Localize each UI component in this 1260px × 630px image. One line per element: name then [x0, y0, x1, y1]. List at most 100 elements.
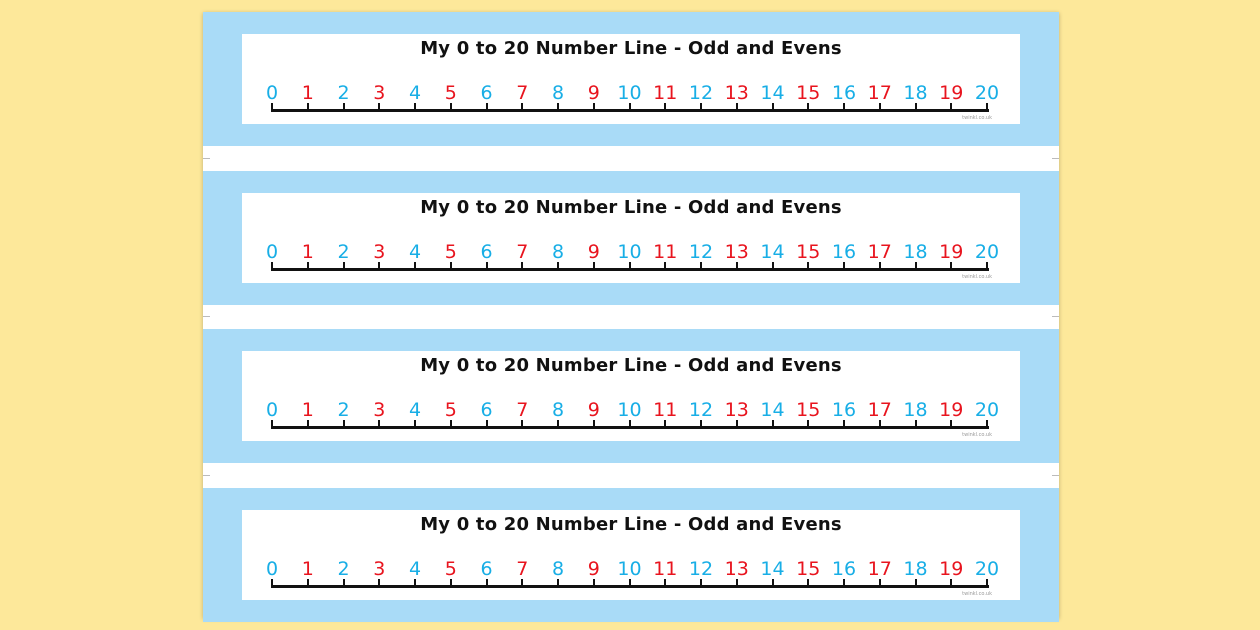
- number-label-5: 5: [444, 82, 457, 104]
- tick-mark: [664, 420, 667, 429]
- number-label-8: 8: [551, 82, 565, 104]
- tick-mark: [878, 262, 881, 271]
- number-label-16: 16: [831, 241, 857, 263]
- tick-mark: [843, 103, 845, 112]
- number-label-12: 12: [688, 558, 714, 580]
- strip-title: My 0 to 20 Number Line - Odd and Evens: [420, 355, 842, 376]
- number-label-19: 19: [939, 558, 964, 580]
- number-label-5: 5: [444, 399, 457, 421]
- tick-mark: [271, 420, 273, 429]
- tick-mark: [807, 103, 810, 112]
- number-label-6: 6: [480, 82, 493, 104]
- tick-mark: [342, 420, 345, 429]
- number-label-19: 19: [939, 241, 964, 263]
- tick-mark: [843, 262, 845, 271]
- credit-text: twinkl.co.uk: [962, 274, 992, 280]
- number-label-14: 14: [760, 558, 785, 580]
- number-label-7: 7: [516, 82, 529, 104]
- number-label-2: 2: [337, 241, 350, 263]
- number-line-strip: My 0 to 20 Number Line - Odd and Evens 0…: [203, 488, 1059, 622]
- number-label-14: 14: [760, 241, 785, 263]
- number-label-11: 11: [653, 241, 678, 263]
- number-label-2: 2: [337, 558, 350, 580]
- tick-mark: [414, 262, 416, 271]
- tick-mark: [950, 420, 953, 429]
- number-label-6: 6: [480, 558, 493, 580]
- tick-mark: [271, 262, 273, 271]
- cut-mark: [1052, 158, 1059, 159]
- tick-mark: [306, 262, 309, 271]
- credit-text: twinkl.co.uk: [962, 591, 992, 597]
- number-label-4: 4: [408, 558, 422, 580]
- tick-mark: [485, 579, 488, 588]
- tick-mark: [592, 262, 595, 271]
- tick-mark: [628, 103, 631, 112]
- tick-mark: [628, 579, 631, 588]
- tick-mark: [628, 262, 631, 271]
- number-label-17: 17: [867, 558, 892, 580]
- tick-mark: [557, 103, 559, 112]
- tick-mark: [306, 103, 309, 112]
- strip-title: My 0 to 20 Number Line - Odd and Evens: [420, 197, 842, 218]
- number-label-4: 4: [408, 241, 422, 263]
- tick-mark: [449, 420, 452, 429]
- number-label-5: 5: [444, 558, 457, 580]
- tick-mark: [592, 579, 595, 588]
- tick-mark: [521, 103, 524, 112]
- number-label-2: 2: [337, 399, 350, 421]
- tick-mark: [807, 262, 810, 271]
- number-label-2: 2: [337, 82, 350, 104]
- tick-mark: [878, 579, 881, 588]
- number-line-card: My 0 to 20 Number Line - Odd and Evens 0…: [242, 510, 1020, 600]
- tick-mark: [843, 579, 845, 588]
- tick-mark: [735, 103, 738, 112]
- number-label-0: 0: [265, 82, 279, 104]
- number-label-18: 18: [903, 558, 928, 580]
- cut-mark: [203, 475, 210, 476]
- tick-mark: [807, 579, 810, 588]
- tick-mark: [521, 579, 524, 588]
- number-label-14: 14: [760, 399, 785, 421]
- tick-mark: [557, 420, 559, 429]
- number-line-card: My 0 to 20 Number Line - Odd and Evens 0…: [242, 193, 1020, 283]
- number-label-15: 15: [796, 241, 821, 263]
- number-label-4: 4: [408, 82, 422, 104]
- number-label-20: 20: [974, 82, 1000, 104]
- tick-mark: [950, 262, 953, 271]
- tick-mark: [771, 262, 774, 271]
- tick-mark: [342, 579, 345, 588]
- number-label-7: 7: [516, 241, 529, 263]
- tick-mark: [986, 262, 988, 271]
- number-label-12: 12: [688, 241, 714, 263]
- tick-mark: [306, 420, 309, 429]
- number-label-18: 18: [903, 399, 928, 421]
- tick-mark: [986, 579, 988, 588]
- number-label-1: 1: [301, 82, 314, 104]
- tick-mark: [342, 262, 345, 271]
- number-label-13: 13: [724, 558, 749, 580]
- credit-text: twinkl.co.uk: [962, 432, 992, 438]
- tick-mark: [485, 103, 488, 112]
- number-label-19: 19: [939, 399, 964, 421]
- tick-mark: [700, 262, 702, 271]
- number-label-0: 0: [265, 399, 279, 421]
- number-label-16: 16: [831, 558, 857, 580]
- number-label-9: 9: [587, 241, 600, 263]
- number-label-12: 12: [688, 82, 714, 104]
- tick-mark: [414, 579, 416, 588]
- number-label-20: 20: [974, 241, 1000, 263]
- tick-mark: [700, 579, 702, 588]
- tick-mark: [950, 103, 953, 112]
- tick-mark: [771, 420, 774, 429]
- strip-title: My 0 to 20 Number Line - Odd and Evens: [420, 514, 842, 535]
- number-label-10: 10: [617, 558, 642, 580]
- number-label-7: 7: [516, 558, 529, 580]
- tick-mark: [986, 420, 988, 429]
- tick-mark: [914, 262, 917, 271]
- worksheet-page: My 0 to 20 Number Line - Odd and Evens 0…: [203, 12, 1059, 622]
- tick-mark: [271, 103, 273, 112]
- tick-mark: [664, 262, 667, 271]
